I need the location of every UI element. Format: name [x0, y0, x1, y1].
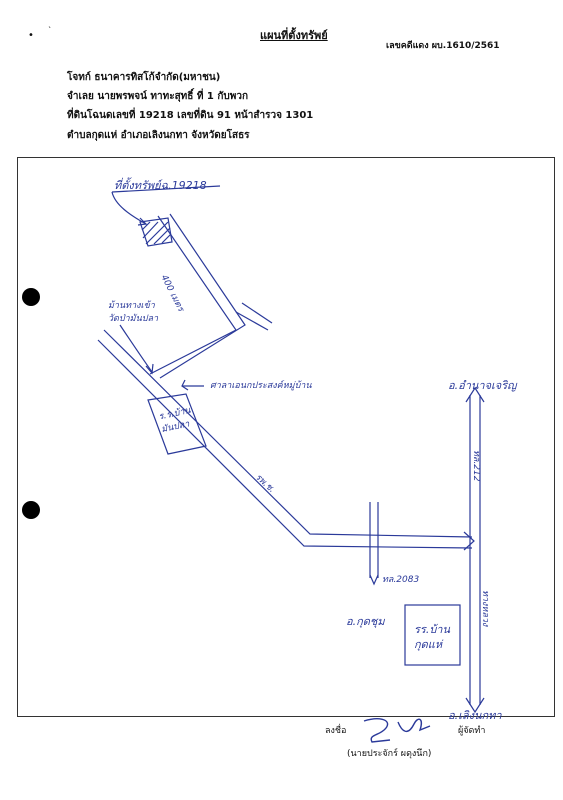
school-right-line1: รร.บ้าน: [414, 623, 450, 636]
highway-label-lower: ทล.2083: [382, 575, 420, 585]
role-label: ผู้จัดทำ: [458, 726, 486, 736]
punch-hole-bottom: [22, 501, 40, 519]
defendant-line: จำเลย นายพรพจน์ ทาทะสุทธิ์ ที่ 1 กับพวก: [67, 91, 249, 102]
hall-label: ศาลาเอนกประสงค์หมู่บ้าน: [210, 381, 312, 391]
property-arrow: [111, 191, 147, 225]
sign-label: ลงชื่อ: [325, 726, 347, 736]
property-label: ที่ตั้งทรัพย์ฉ.19218: [114, 179, 207, 192]
school-right-label: รร.บ้าน กุดแห่: [414, 622, 450, 652]
main-road: [103, 329, 473, 538]
school-right-box: [404, 604, 461, 666]
page-title: แผนที่ตั้งทรัพย์: [260, 29, 328, 42]
district-top-right: อ.อำนาจเจริญ: [448, 379, 517, 392]
speck-mark: •: [28, 30, 34, 41]
signer-name: (นายประจักร์ ผดุงนึก): [347, 749, 432, 759]
deed-line: ที่ดินโฉนดเลขที่ 19218 เลขที่ดิน 91 หน้า…: [67, 110, 314, 121]
district-bottom-right: อ.เลิงนกทา: [448, 709, 502, 722]
school-right-line2: กุดแห่: [414, 638, 443, 651]
location-line: ตำบลกุดแห่ อำเภอเลิงนกทา จังหวัดยโสธร: [67, 130, 250, 141]
road-side-label: ม้านทางเข้า วัดป่ามันปลา: [108, 301, 159, 324]
punch-hole-top: [22, 288, 40, 306]
plaintiff-line: โจทก์ ธนาคารทิสโก้จำกัด(มหาชน): [67, 72, 221, 83]
map-frame: [17, 157, 555, 717]
branch-road: [235, 311, 269, 331]
district-left: อ.กุดชุม: [346, 615, 385, 628]
case-number: เลขคดีแดง ผบ.1610/2561: [386, 41, 500, 51]
speck-mark: ˋ: [48, 26, 52, 35]
school-left-box: [147, 393, 207, 455]
